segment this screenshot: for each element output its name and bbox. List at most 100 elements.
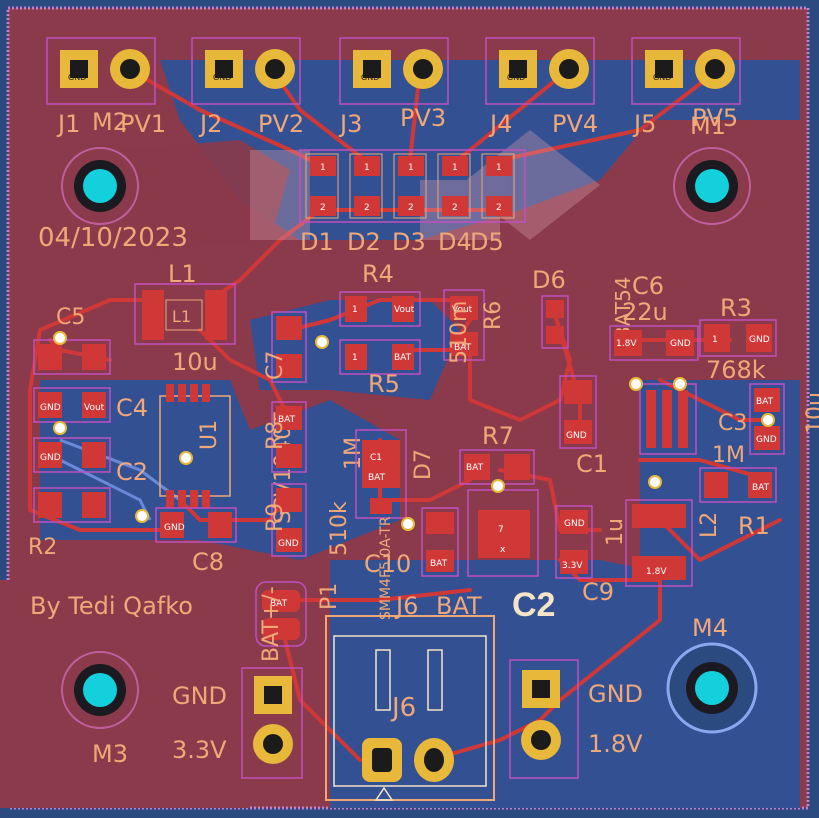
c3-pad1-label: BAT xyxy=(756,397,774,407)
capacitor-c1[interactable] xyxy=(355,429,407,519)
capacitor-c8[interactable] xyxy=(155,507,237,543)
j4-label: PV4 xyxy=(552,110,598,138)
diode-d6[interactable] xyxy=(541,295,569,349)
header-j3[interactable] xyxy=(339,37,449,105)
connector-bat-pm[interactable] xyxy=(255,581,307,647)
r8-ref: R8 xyxy=(263,421,288,450)
header-j5[interactable] xyxy=(631,37,741,105)
d5-pad1-label: 1 xyxy=(496,163,502,173)
diode-d1[interactable] xyxy=(305,153,339,219)
d1-pad2-label: 2 xyxy=(320,203,326,213)
c2l-pad-label: GND xyxy=(40,453,61,463)
c7-ref: C7 xyxy=(263,351,288,380)
ic-u2[interactable] xyxy=(467,489,539,577)
l2-pad-label: 1.8V xyxy=(646,567,667,577)
resistor-r3[interactable] xyxy=(699,319,777,357)
capacitor-c9[interactable] xyxy=(555,505,593,579)
resistor-r2[interactable] xyxy=(33,487,111,523)
c6-pad1-label: 1.8V xyxy=(616,339,637,349)
l1-inner-ref: L1 xyxy=(172,307,191,326)
header-out-3v3[interactable] xyxy=(241,667,303,779)
u2-pin-label: 7 xyxy=(498,525,504,535)
j4-pin1-label: GND xyxy=(507,73,525,82)
d6-value: BAT54 xyxy=(611,276,635,340)
resistor-r7[interactable] xyxy=(459,449,535,485)
capacitor-c2-left[interactable] xyxy=(33,437,111,473)
inductor-l1[interactable] xyxy=(134,283,236,345)
resistor-r5[interactable] xyxy=(339,339,421,375)
r1-ref: R1 xyxy=(738,512,770,540)
diode-d3[interactable] xyxy=(393,153,427,219)
diode-d5[interactable] xyxy=(481,153,515,219)
r1-value: 1M xyxy=(712,443,745,468)
d2-pad2-label: 2 xyxy=(364,203,370,213)
c3-pad2-label: GND xyxy=(756,435,777,445)
r4-ref: R4 xyxy=(362,260,394,288)
bat-pm-label: BAT+/- xyxy=(259,586,284,662)
j2-pin1-label: GND xyxy=(213,73,231,82)
d7-ref: D7 xyxy=(411,449,436,480)
c3-value: 10u xyxy=(803,392,819,434)
c9-pad2-label: 3.3V xyxy=(562,561,583,571)
r3-ref: R3 xyxy=(720,294,752,322)
resistor-r6[interactable] xyxy=(443,289,485,361)
mount-label-m4: M4 xyxy=(692,614,728,642)
resistor-r4[interactable] xyxy=(339,291,421,327)
inductor-l2[interactable] xyxy=(625,499,693,587)
resistor-r1[interactable] xyxy=(699,467,777,503)
c9-pad1-label: GND xyxy=(564,519,585,529)
c8-ref: C8 xyxy=(192,548,224,576)
j2-label: PV2 xyxy=(258,110,304,138)
p1-ref: P1 xyxy=(317,583,342,610)
j5-pin2-label: 2 xyxy=(711,65,716,74)
d4-ref: D4 xyxy=(438,228,472,256)
capacitor-c1-right[interactable] xyxy=(559,375,597,449)
capacitor-c7[interactable] xyxy=(271,311,307,383)
r6-pad2-label: BAT xyxy=(454,343,472,353)
date-label: 04/10/2023 xyxy=(38,223,188,253)
j5-label: PV5 xyxy=(692,104,738,132)
header-j1[interactable] xyxy=(46,37,156,105)
l1-ref: L1 xyxy=(168,260,197,288)
j4-ref: J4 xyxy=(488,110,512,138)
c9-ref: C9 xyxy=(582,578,614,606)
c6-pad2-label: GND xyxy=(670,339,691,349)
d1-pad1-label: 1 xyxy=(320,163,326,173)
capacitor-c6[interactable] xyxy=(609,325,699,361)
mount-label-m1: M1 xyxy=(690,112,726,140)
ic-u1[interactable] xyxy=(159,384,231,508)
r4-pad2-label: Vout xyxy=(394,305,415,315)
resistor-r8[interactable] xyxy=(271,401,307,473)
r6-pad1-label: Vout xyxy=(452,305,473,315)
resistor-r9[interactable] xyxy=(271,483,307,557)
r5-pad1-label: 1 xyxy=(352,353,358,363)
capacitor-c10[interactable] xyxy=(421,507,459,577)
out-left-gnd: GND xyxy=(172,682,227,710)
l2-ref: L2 xyxy=(697,512,722,538)
mounting-holes xyxy=(61,147,758,734)
out-left-3v3: 3.3V xyxy=(172,736,227,764)
d4-pad1-label: 1 xyxy=(452,163,458,173)
j6-ref: J6 xyxy=(390,693,416,723)
ic-u3-right[interactable] xyxy=(639,383,697,455)
diode-d4[interactable] xyxy=(437,153,471,219)
r6-value: 510m xyxy=(447,301,472,364)
capacitor-c3[interactable] xyxy=(749,383,785,455)
r9-pad-label: GND xyxy=(278,539,299,549)
header-j2[interactable] xyxy=(191,37,301,105)
j5-ref: J5 xyxy=(632,110,656,138)
capacitor-c4[interactable] xyxy=(33,387,111,423)
r9-value: 1M xyxy=(341,437,366,470)
d4-pad2-label: 2 xyxy=(452,203,458,213)
j5-pin1-label: GND xyxy=(653,73,671,82)
j2-ref: J2 xyxy=(198,110,222,138)
capacitor-c5[interactable] xyxy=(33,339,111,375)
connector-j6[interactable] xyxy=(325,615,495,801)
d3-pad1-label: 1 xyxy=(408,163,414,173)
header-j4[interactable] xyxy=(485,37,595,105)
c6-value: 22u xyxy=(622,298,668,326)
header-out-1v8[interactable] xyxy=(509,659,579,779)
d5-ref: D5 xyxy=(470,228,504,256)
diode-d2[interactable] xyxy=(349,153,383,219)
